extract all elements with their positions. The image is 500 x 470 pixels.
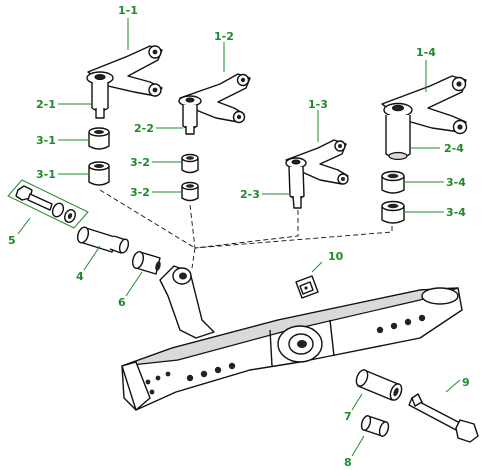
part-9-bolt bbox=[408, 393, 479, 443]
callout-2-3: 2-3 bbox=[240, 188, 260, 201]
part-1-1-lever bbox=[86, 45, 163, 119]
callout-1-2: 1-2 bbox=[214, 30, 234, 43]
part-1-3-lever bbox=[285, 139, 349, 209]
callout-7: 7 bbox=[344, 410, 352, 423]
part-5-bolt-set bbox=[7, 179, 89, 229]
callout-3-4-lower: 3-4 bbox=[446, 206, 466, 219]
callout-2-2: 2-2 bbox=[134, 122, 154, 135]
callout-1-4: 1-4 bbox=[416, 46, 436, 59]
part-3-1-bushing-lower bbox=[88, 161, 110, 186]
part-3-4-bushing-lower bbox=[381, 200, 405, 224]
callout-10: 10 bbox=[328, 250, 344, 263]
callout-2-1: 2-1 bbox=[36, 98, 56, 111]
part-3-1-bushing-upper bbox=[88, 127, 110, 150]
callout-5: 5 bbox=[8, 234, 16, 247]
part-8-bushing bbox=[360, 415, 390, 437]
part-1-2-lever bbox=[178, 73, 251, 135]
callout-9: 9 bbox=[462, 376, 470, 389]
callout-2-4: 2-4 bbox=[444, 142, 464, 155]
callout-3-4-upper: 3-4 bbox=[446, 176, 466, 189]
callout-4: 4 bbox=[76, 270, 84, 283]
part-3-4-bushing-upper bbox=[381, 170, 405, 194]
part-3-2-bushing-upper bbox=[181, 153, 199, 174]
callout-8: 8 bbox=[344, 456, 352, 469]
main-axle-beam bbox=[121, 265, 463, 411]
part-10-clip bbox=[295, 275, 319, 299]
leader-lines bbox=[17, 18, 461, 457]
part-1-4-lever bbox=[381, 75, 468, 161]
callout-3-1-lower: 3-1 bbox=[36, 168, 56, 181]
part-7-sleeve bbox=[355, 369, 403, 401]
part-3-2-bushing-lower bbox=[181, 181, 199, 202]
callout-1-3: 1-3 bbox=[308, 98, 328, 111]
part-4-pin bbox=[76, 226, 130, 254]
callout-labels: 1-1 1-2 1-3 1-4 2-1 2-2 2-3 2-4 3-1 3-1 … bbox=[8, 4, 470, 469]
callout-1-1: 1-1 bbox=[118, 4, 138, 17]
callout-6: 6 bbox=[118, 296, 126, 309]
callout-3-2-upper: 3-2 bbox=[130, 156, 150, 169]
callout-3-1-upper: 3-1 bbox=[36, 134, 56, 147]
part-6-bushing bbox=[131, 250, 161, 275]
callout-3-2-lower: 3-2 bbox=[130, 186, 150, 199]
